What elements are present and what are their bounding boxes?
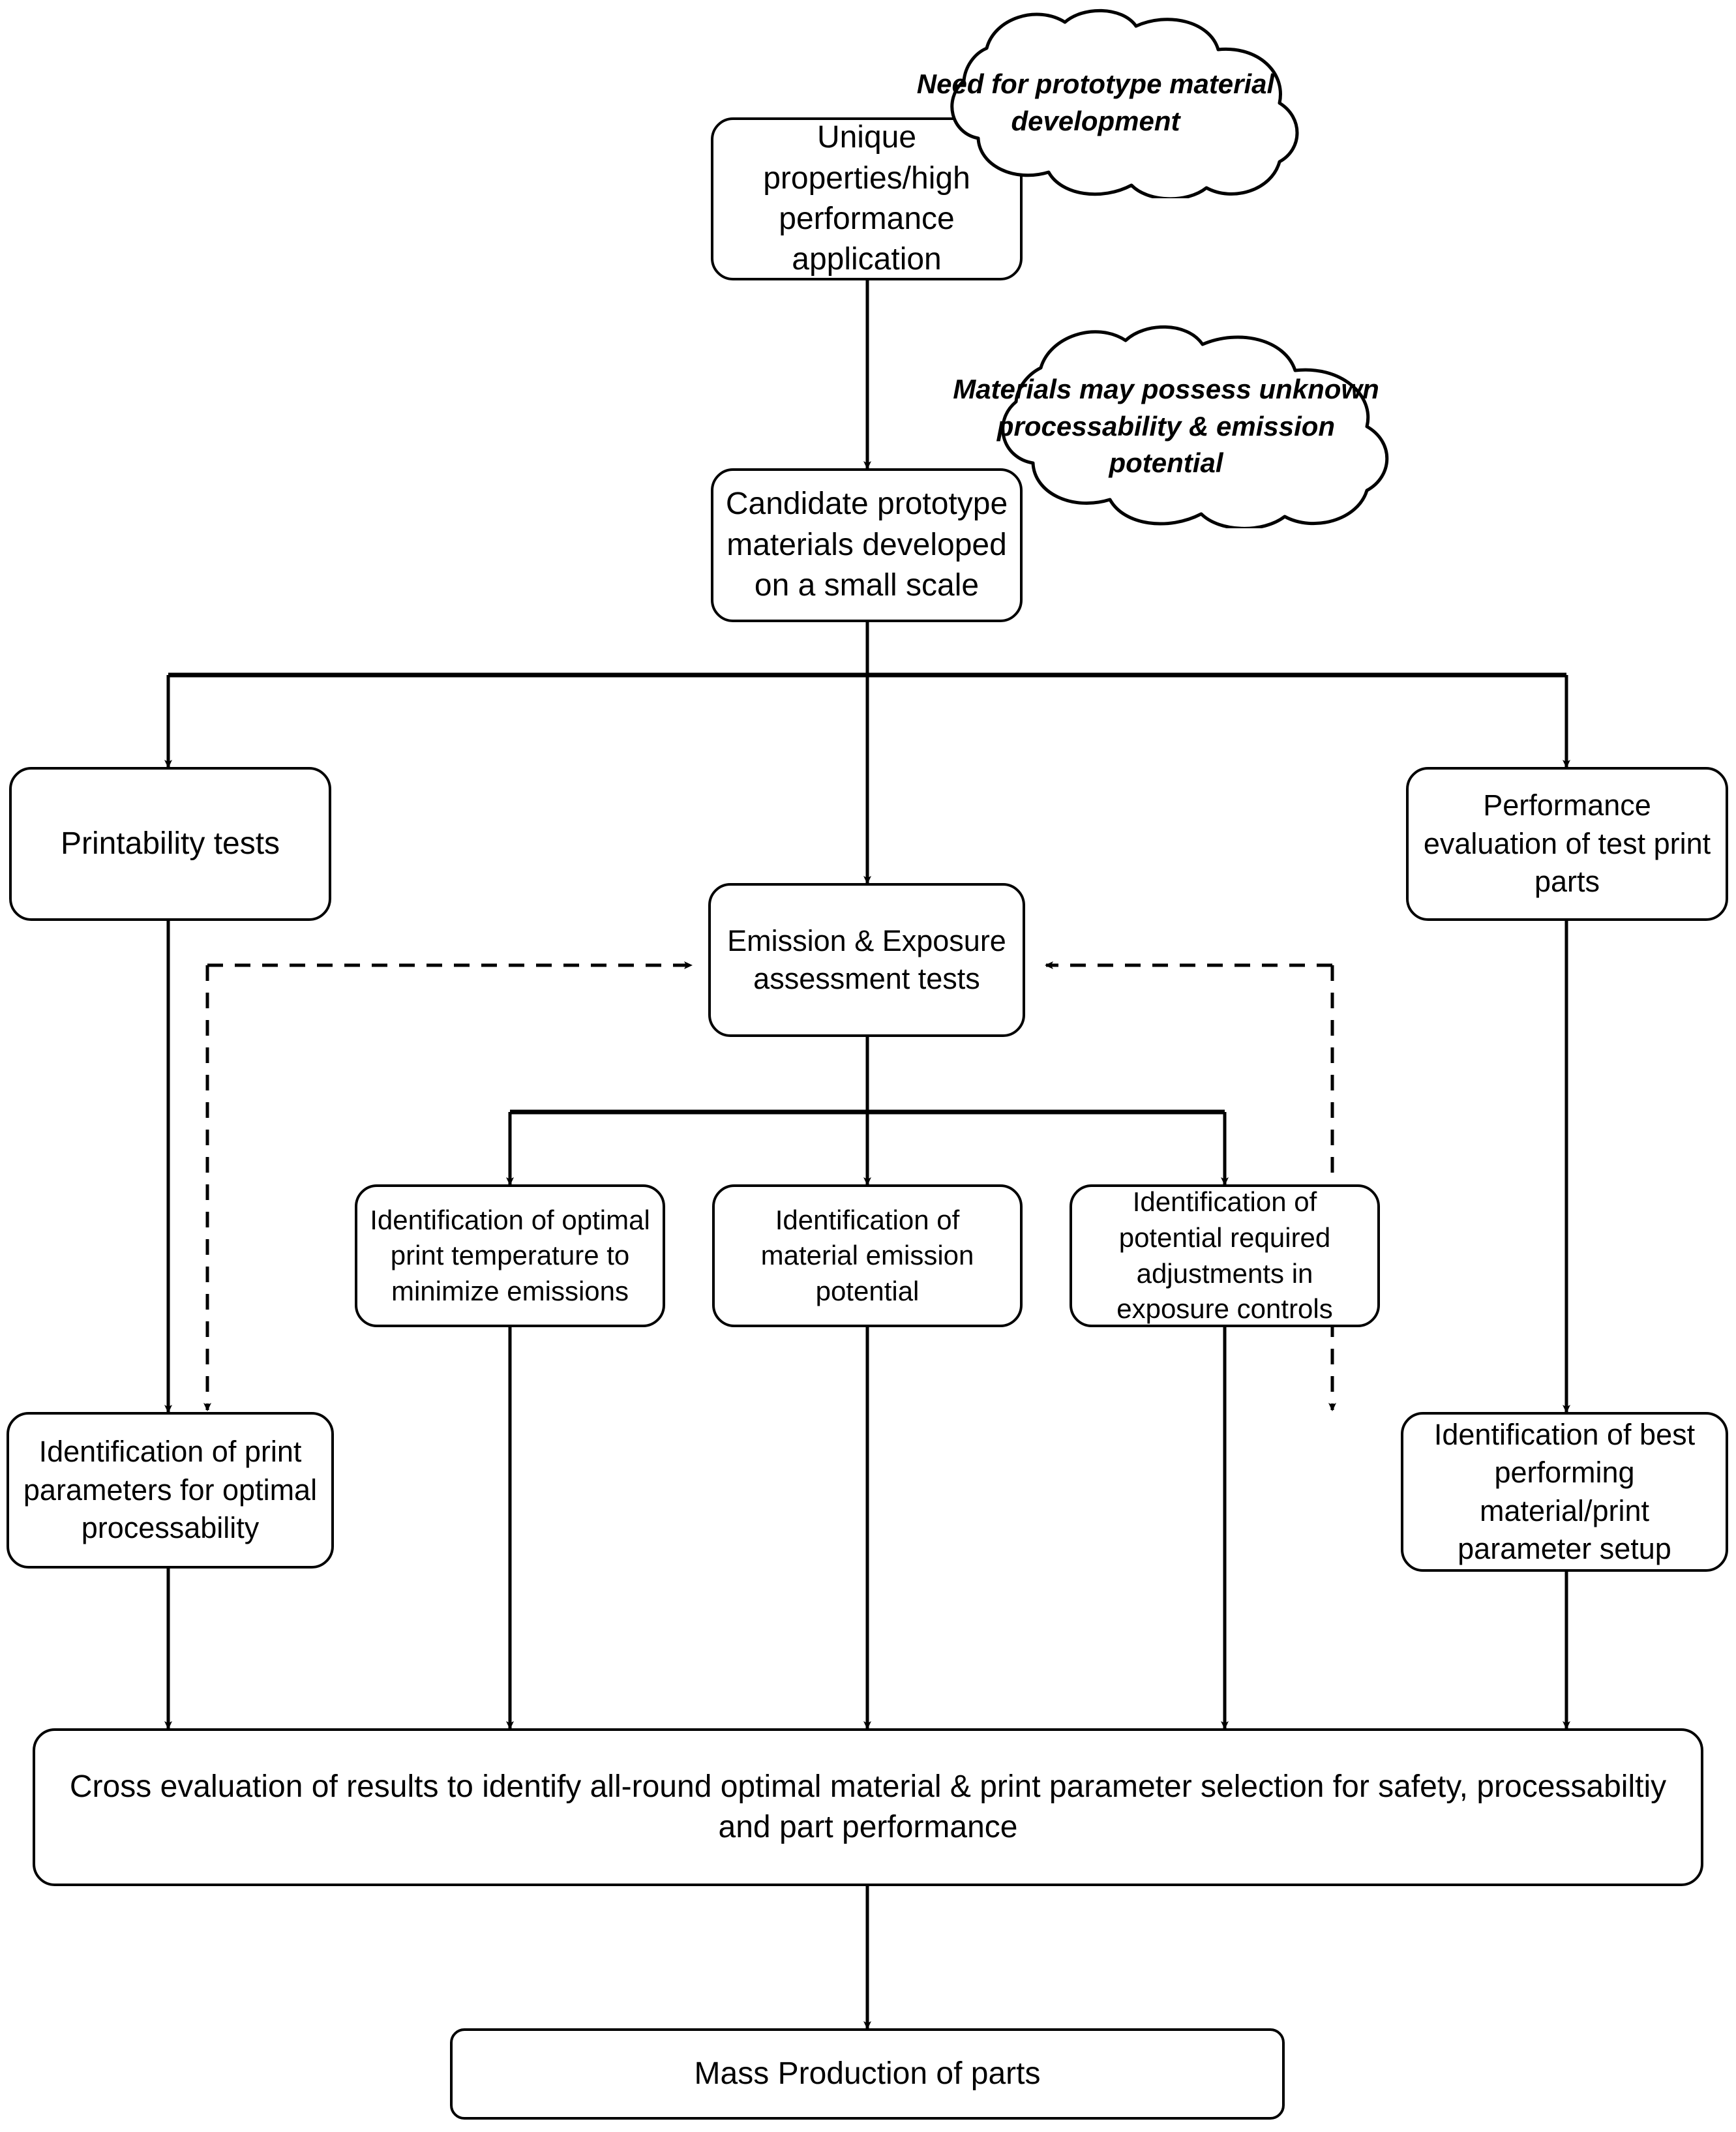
node-ident-optimal-temp[interactable]: Identification of optimal print temperat… — [355, 1184, 665, 1327]
cloud-need-for-prototype-label: Need for prototype material development — [916, 68, 1275, 136]
node-performance-eval-label: Performance evaluation of test print par… — [1423, 788, 1711, 899]
node-mass-production-label: Mass Production of parts — [694, 2056, 1041, 2091]
node-ident-exposure-adjust-label: Identification of potential required adj… — [1116, 1186, 1333, 1325]
node-emission-exposure[interactable]: Emission & Exposure assessment tests — [708, 883, 1025, 1037]
node-ident-material-emission[interactable]: Identification of material emission pote… — [712, 1184, 1023, 1327]
node-ident-print-params[interactable]: Identification of print parameters for o… — [7, 1412, 334, 1569]
node-ident-best-performing[interactable]: Identification of best performing materi… — [1401, 1412, 1728, 1572]
node-printability-tests[interactable]: Printability tests — [9, 767, 331, 921]
cloud-need-for-prototype: Need for prototype material development — [880, 8, 1311, 198]
node-ident-optimal-temp-label: Identification of optimal print temperat… — [370, 1204, 650, 1306]
node-emission-exposure-label: Emission & Exposure assessment tests — [727, 923, 1006, 996]
node-cross-evaluation[interactable]: Cross evaluation of results to identify … — [33, 1728, 1703, 1886]
node-ident-exposure-adjust[interactable]: Identification of potential required adj… — [1070, 1184, 1380, 1327]
node-mass-production[interactable]: Mass Production of parts — [450, 2028, 1285, 2120]
cloud-shape-icon — [1001, 325, 1389, 528]
node-ident-best-performing-label: Identification of best performing materi… — [1433, 1417, 1696, 1566]
node-cross-evaluation-label: Cross evaluation of results to identify … — [69, 1769, 1667, 1844]
node-ident-print-params-label: Identification of print parameters for o… — [23, 1435, 318, 1545]
node-performance-eval[interactable]: Performance evaluation of test print par… — [1406, 767, 1728, 921]
node-unique-properties[interactable]: Unique properties/high performance appli… — [711, 117, 1023, 280]
node-printability-tests-label: Printability tests — [60, 826, 280, 861]
node-ident-material-emission-label: Identification of material emission pote… — [760, 1204, 974, 1306]
node-candidate-prototype[interactable]: Candidate prototype materials developed … — [711, 468, 1023, 622]
node-unique-properties-label: Unique properties/high performance appli… — [763, 120, 970, 277]
cloud-unknown-processability-label: Materials may possess unknown processabi… — [953, 373, 1379, 479]
cloud-unknown-processability: Materials may possess unknown processabi… — [918, 325, 1414, 528]
node-candidate-prototype-label: Candidate prototype materials developed … — [725, 487, 1008, 603]
cloud-shape-icon — [950, 8, 1299, 198]
